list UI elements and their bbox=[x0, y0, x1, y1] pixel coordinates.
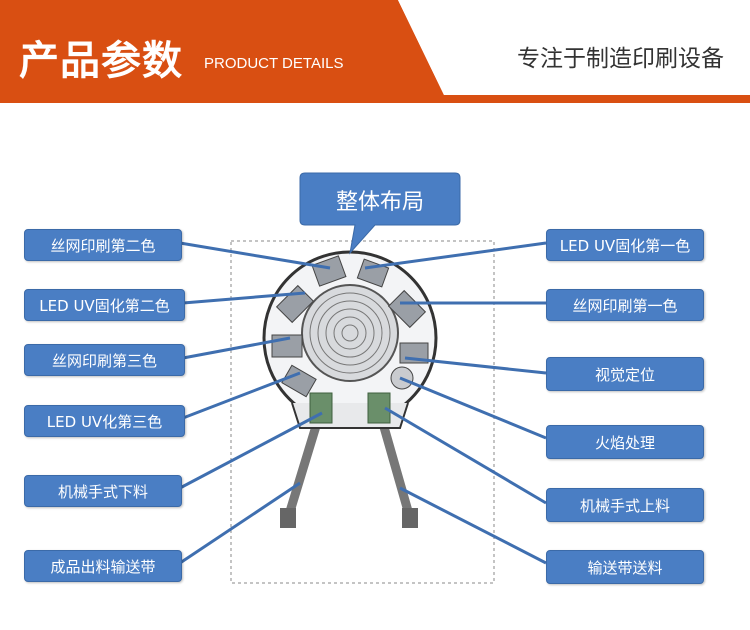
section-title: 产品参数 bbox=[19, 38, 183, 84]
layout-diagram: 整体布局 丝网印刷第二色 LED UV固化第二色 丝网印刷第三色 LED UV化… bbox=[0, 103, 750, 630]
label-led-uv-cure-color-2: LED UV固化第二色 bbox=[24, 289, 185, 321]
label-output-conveyor: 成品出料输送带 bbox=[24, 550, 182, 582]
leader-lines bbox=[179, 241, 547, 565]
label-screen-print-color-2: 丝网印刷第二色 bbox=[24, 229, 182, 261]
label-robot-unload: 机械手式下料 bbox=[24, 475, 182, 507]
rotary-table-inner bbox=[301, 284, 399, 382]
page-header: 产品参数 PRODUCT DETAILS 专注于制造印刷设备 bbox=[0, 0, 750, 103]
label-led-uv-color-3: LED UV化第三色 bbox=[24, 405, 185, 437]
machine-base bbox=[291, 402, 409, 429]
label-screen-print-color-1: 丝网印刷第一色 bbox=[546, 289, 704, 321]
section-subtitle: PRODUCT DETAILS bbox=[204, 55, 344, 72]
label-led-uv-cure-color-1: LED UV固化第一色 bbox=[546, 229, 704, 261]
header-banner bbox=[0, 0, 750, 103]
label-feed-conveyor: 输送带送料 bbox=[546, 550, 704, 584]
label-flame-treatment: 火焰处理 bbox=[546, 425, 704, 459]
rotary-table-rings bbox=[309, 292, 391, 374]
conveyor-arms bbox=[283, 408, 415, 523]
center-callout-bubble bbox=[299, 172, 461, 255]
center-callout-label: 整体布局 bbox=[335, 190, 424, 215]
label-robot-load: 机械手式上料 bbox=[546, 488, 704, 522]
slogan: 专注于制造印刷设备 bbox=[517, 46, 724, 72]
layout-frame bbox=[230, 240, 495, 584]
conveyor-end-blocks bbox=[280, 508, 418, 528]
label-screen-print-color-3: 丝网印刷第三色 bbox=[24, 344, 185, 376]
machine-illustration bbox=[179, 172, 547, 584]
label-vision-alignment: 视觉定位 bbox=[546, 357, 704, 391]
